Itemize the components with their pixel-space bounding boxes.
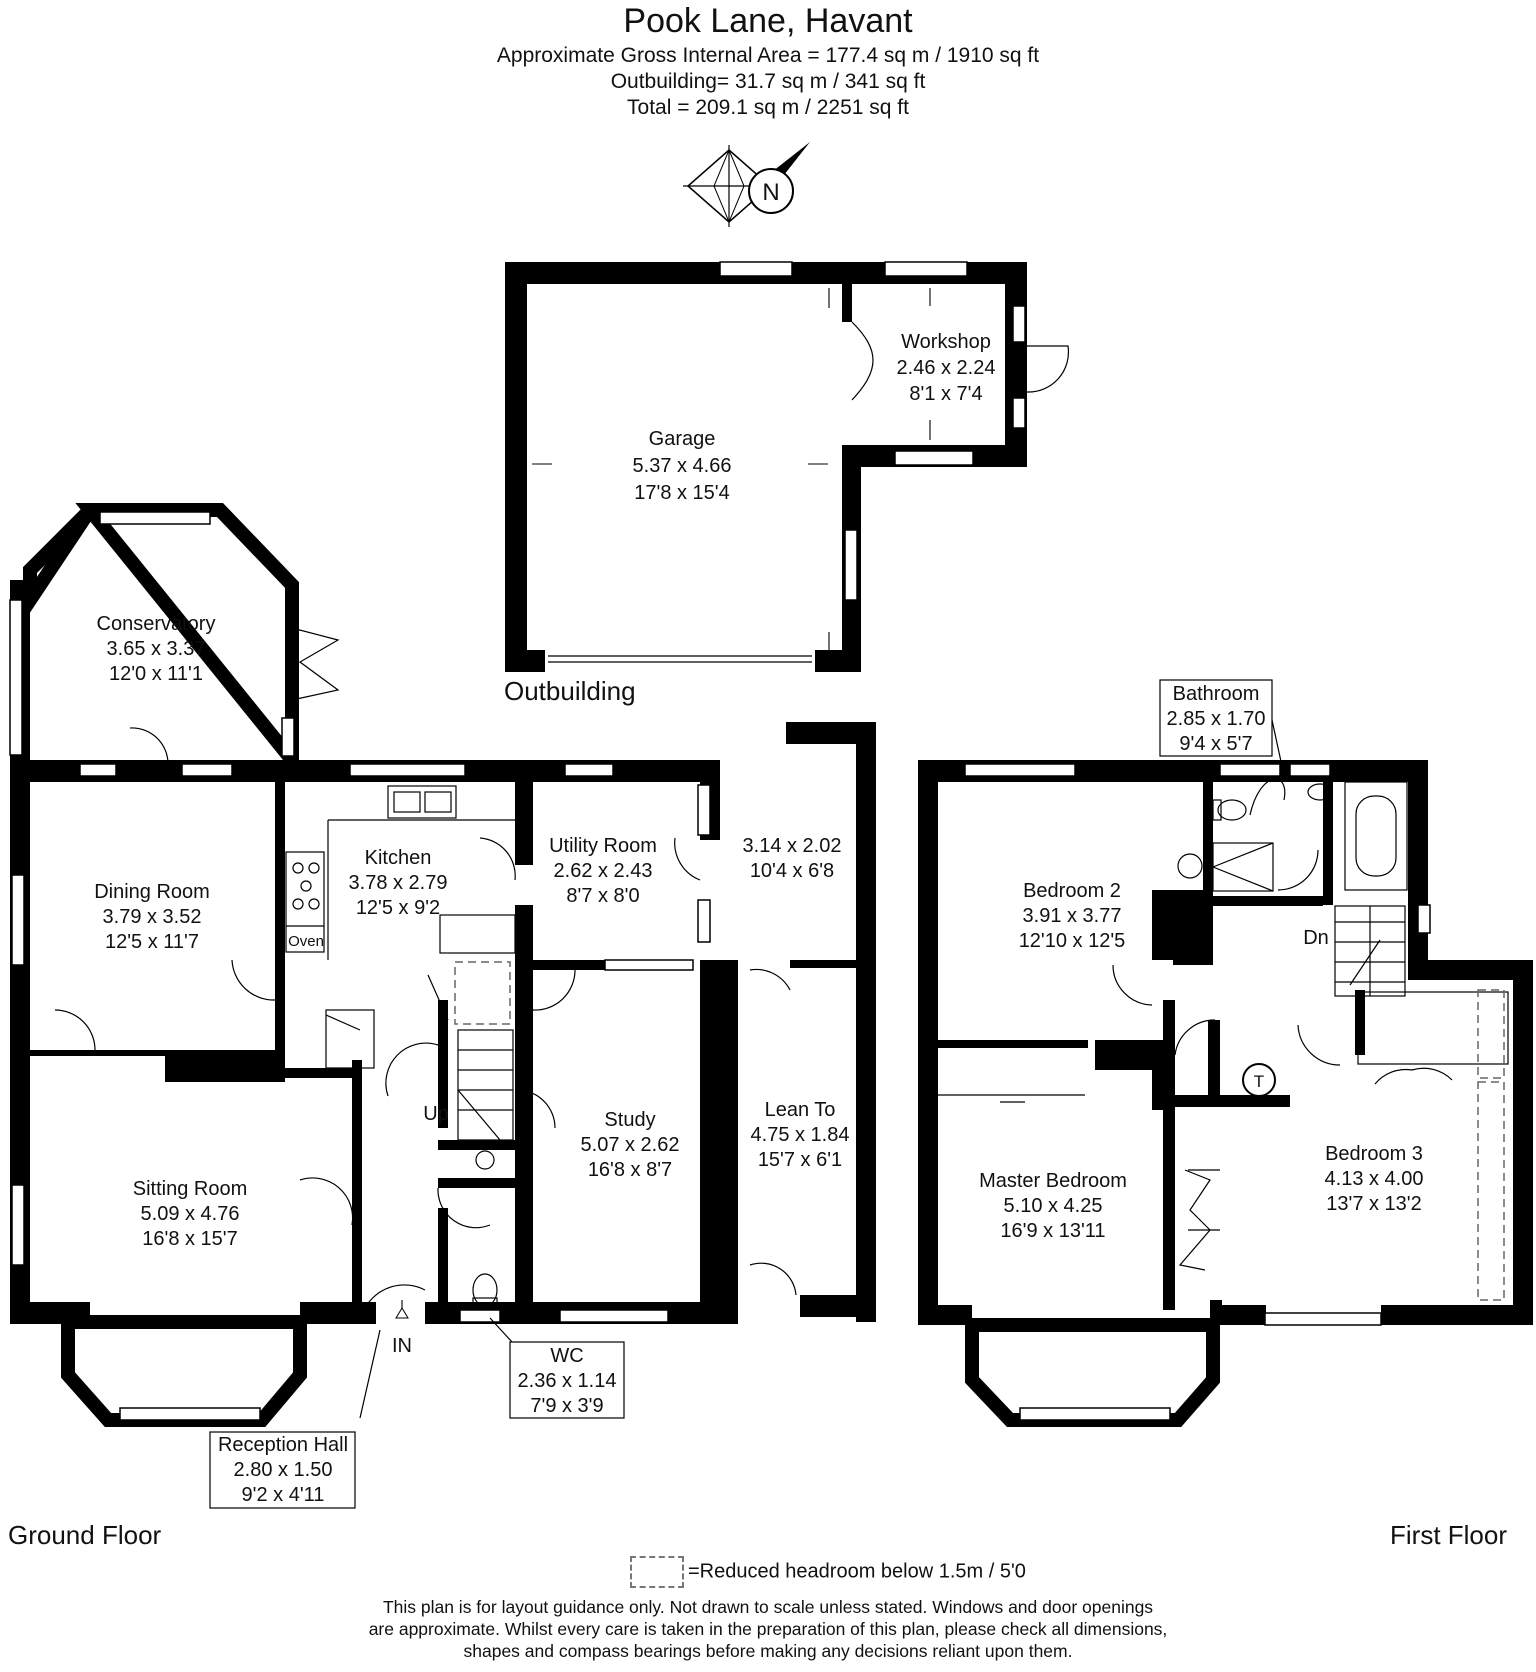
master-name: Master Bedroom xyxy=(979,1170,1127,1192)
conservatory-metric: 3.65 x 3.37 xyxy=(107,638,206,660)
garage-imperial: 17'8 x 15'4 xyxy=(634,482,730,504)
room-bedroom2: Bedroom 2 3.91 x 3.77 12'10 x 12'5 xyxy=(1019,880,1126,952)
oven-label: Oven xyxy=(288,933,324,950)
study-imperial: 16'8 x 8'7 xyxy=(588,1159,672,1181)
tank-label: T xyxy=(1254,1072,1264,1091)
dining-imperial: 12'5 x 11'7 xyxy=(105,931,199,953)
entrance-label: IN xyxy=(392,1335,412,1357)
sitting-name: Sitting Room xyxy=(133,1178,248,1200)
conservatory-name: Conservatory xyxy=(97,613,216,635)
compass-icon: N xyxy=(683,142,810,227)
master-metric: 5.10 x 4.25 xyxy=(1004,1195,1103,1217)
outbuilding-area: Outbuilding= 31.7 sq m / 341 sq ft xyxy=(610,70,926,93)
kitchen-name: Kitchen xyxy=(365,847,432,869)
disclaimer: This plan is for layout guidance only. N… xyxy=(0,1596,1536,1662)
reception-imperial: 9'2 x 4'11 xyxy=(242,1484,325,1506)
legend-text: =Reduced headroom below 1.5m / 5'0 xyxy=(688,1560,1026,1583)
total-area: Total = 209.1 sq m / 2251 sq ft xyxy=(627,96,909,119)
room-bedroom3: Bedroom 3 4.13 x 4.00 13'7 x 13'2 xyxy=(1325,1143,1424,1215)
bathroom-name: Bathroom xyxy=(1173,683,1260,705)
outbuilding-label: Outbuilding xyxy=(504,676,636,706)
workshop-name: Workshop xyxy=(901,331,991,353)
bedroom2-metric: 3.91 x 3.77 xyxy=(1023,905,1122,927)
compass-label: N xyxy=(762,179,779,206)
room-master: Master Bedroom 5.10 x 4.25 16'9 x 13'11 xyxy=(979,1170,1127,1242)
room-reception: Reception Hall 2.80 x 1.50 9'2 x 4'11 xyxy=(209,1329,381,1509)
wc-name: WC xyxy=(550,1345,583,1367)
master-imperial: 16'9 x 13'11 xyxy=(1000,1220,1105,1242)
workshop-imperial: 8'1 x 7'4 xyxy=(909,383,982,405)
bedroom3-imperial: 13'7 x 13'2 xyxy=(1326,1193,1422,1215)
dining-name: Dining Room xyxy=(94,881,210,903)
sitting-metric: 5.09 x 4.76 xyxy=(141,1203,240,1225)
ground-floor xyxy=(9,503,876,1427)
garage-metric: 5.37 x 4.66 xyxy=(633,455,732,477)
room-kitchen: Kitchen 3.78 x 2.79 12'5 x 9'2 Oven xyxy=(288,847,447,950)
room-conservatory: Conservatory 3.65 x 3.37 12'0 x 11'1 xyxy=(97,613,216,685)
room-utility: Utility Room 2.62 x 2.43 8'7 x 8'0 xyxy=(549,835,657,907)
utility-metric: 2.62 x 2.43 xyxy=(554,860,653,882)
wc-imperial: 7'9 x 3'9 xyxy=(530,1395,603,1417)
first-floor-label: First Floor xyxy=(1390,1520,1507,1550)
room-workshop: Workshop 2.46 x 2.24 8'1 x 7'4 xyxy=(897,331,996,405)
disclaimer-line: This plan is for layout guidance only. N… xyxy=(382,1597,1154,1617)
store-imperial: 10'4 x 6'8 xyxy=(750,860,834,882)
reception-name: Reception Hall xyxy=(218,1434,348,1456)
disclaimer-line: are approximate. Whilst every care is ta… xyxy=(368,1619,1168,1639)
kitchen-imperial: 12'5 x 9'2 xyxy=(356,897,440,919)
room-leanto: Lean To 4.75 x 1.84 15'7 x 6'1 xyxy=(751,1099,850,1171)
wc-metric: 2.36 x 1.14 xyxy=(518,1370,617,1392)
store-metric: 3.14 x 2.02 xyxy=(743,835,842,857)
study-metric: 5.07 x 2.62 xyxy=(581,1134,680,1156)
room-sitting: Sitting Room 5.09 x 4.76 16'8 x 15'7 xyxy=(133,1178,248,1250)
sitting-imperial: 16'8 x 15'7 xyxy=(142,1228,238,1250)
bedroom3-name: Bedroom 3 xyxy=(1325,1143,1423,1165)
kitchen-metric: 3.78 x 2.79 xyxy=(349,872,448,894)
leanto-imperial: 15'7 x 6'1 xyxy=(758,1149,842,1171)
ground-floor-label: Ground Floor xyxy=(8,1520,162,1550)
disclaimer-line: shapes and compass bearings before makin… xyxy=(463,1641,1073,1661)
bathroom-metric: 2.85 x 1.70 xyxy=(1167,708,1266,730)
outbuilding xyxy=(505,261,1070,672)
plan-title: Pook Lane, Havant xyxy=(623,2,913,40)
room-garage: Garage 5.37 x 4.66 17'8 x 15'4 xyxy=(633,428,732,504)
stairs-down-label: Dn xyxy=(1303,927,1329,949)
room-bathroom: Bathroom 2.85 x 1.70 9'4 x 5'7 xyxy=(1159,679,1286,781)
headroom-legend: =Reduced headroom below 1.5m / 5'0 xyxy=(630,1556,1026,1588)
workshop-metric: 2.46 x 2.24 xyxy=(897,357,996,379)
reception-metric: 2.80 x 1.50 xyxy=(234,1459,333,1481)
room-store: 3.14 x 2.02 10'4 x 6'8 xyxy=(743,835,842,882)
utility-name: Utility Room xyxy=(549,835,657,857)
bathroom-imperial: 9'4 x 5'7 xyxy=(1179,733,1252,755)
study-name: Study xyxy=(604,1109,655,1131)
garage-name: Garage xyxy=(649,428,716,450)
bedroom3-metric: 4.13 x 4.00 xyxy=(1325,1168,1424,1190)
first-floor xyxy=(918,760,1533,1427)
conservatory-imperial: 12'0 x 11'1 xyxy=(109,663,203,685)
stairs-up-label: Up xyxy=(423,1103,449,1125)
bedroom2-imperial: 12'10 x 12'5 xyxy=(1019,930,1126,952)
leanto-name: Lean To xyxy=(765,1099,836,1121)
gross-area: Approximate Gross Internal Area = 177.4 … xyxy=(496,44,1040,67)
bedroom2-name: Bedroom 2 xyxy=(1023,880,1121,902)
dining-metric: 3.79 x 3.52 xyxy=(103,906,202,928)
utility-imperial: 8'7 x 8'0 xyxy=(566,885,639,907)
room-wc: WC 2.36 x 1.14 7'9 x 3'9 xyxy=(489,1317,625,1419)
room-dining: Dining Room 3.79 x 3.52 12'5 x 11'7 xyxy=(94,881,210,953)
leanto-metric: 4.75 x 1.84 xyxy=(751,1124,850,1146)
dashed-box-icon xyxy=(630,1556,684,1588)
room-study: Study 5.07 x 2.62 16'8 x 8'7 xyxy=(581,1109,680,1181)
